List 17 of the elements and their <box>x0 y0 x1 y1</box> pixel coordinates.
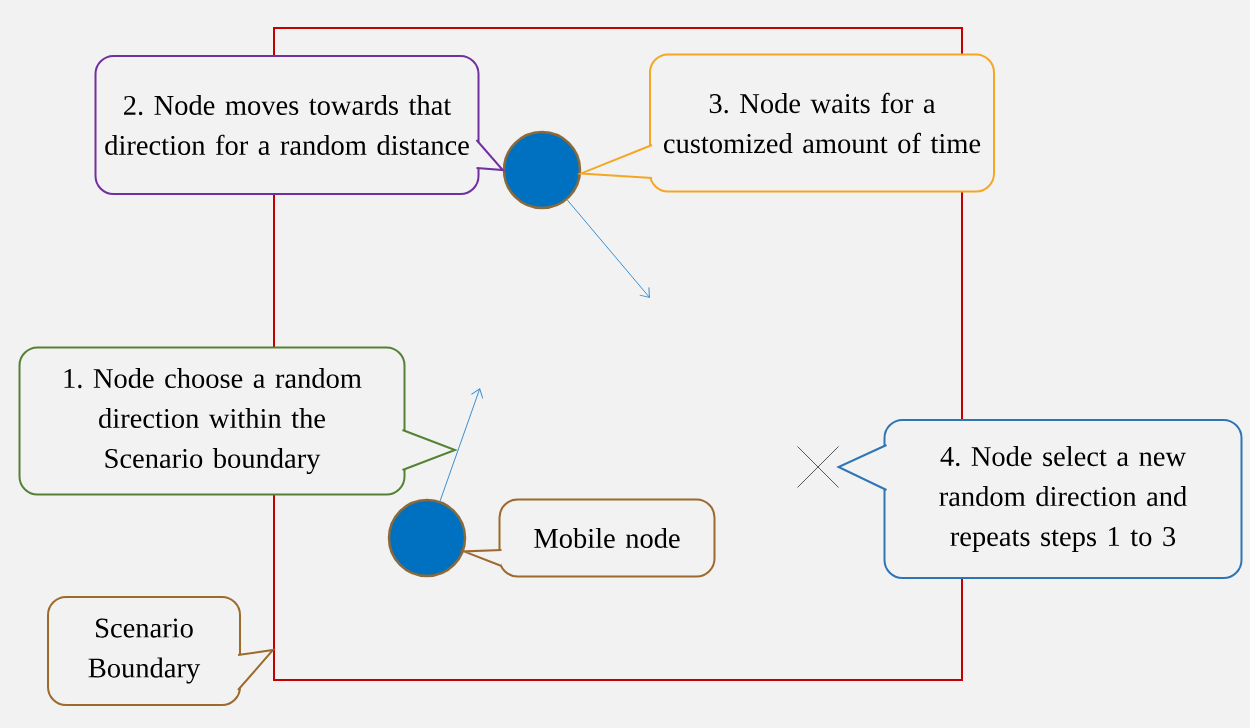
callout-pointer <box>401 429 458 471</box>
callout-pointer <box>459 549 503 567</box>
direction-arrow <box>439 388 484 502</box>
cross-mark <box>797 446 839 488</box>
callout-pointer <box>836 444 888 491</box>
callout-pointer <box>237 648 276 691</box>
callout-box: Mobile node <box>498 498 716 578</box>
callout-box: Scenario Boundary <box>47 596 241 706</box>
callout-box: 3. Node waits for a customized amount of time <box>649 53 995 193</box>
callout-box: 1. Node choose a random direction within the Scenario boundary <box>18 346 406 496</box>
direction-arrow <box>566 199 650 298</box>
callout-pointer <box>475 139 506 172</box>
mobile-node-circle <box>502 130 582 210</box>
callout-pointer <box>576 144 653 179</box>
callout-box: 4. Node select a new random direction and repeats steps 1 to 3 <box>883 419 1243 579</box>
callout-box: 2. Node moves towards that direction for a random distance <box>94 55 480 195</box>
mobile-node-circle <box>387 498 467 578</box>
